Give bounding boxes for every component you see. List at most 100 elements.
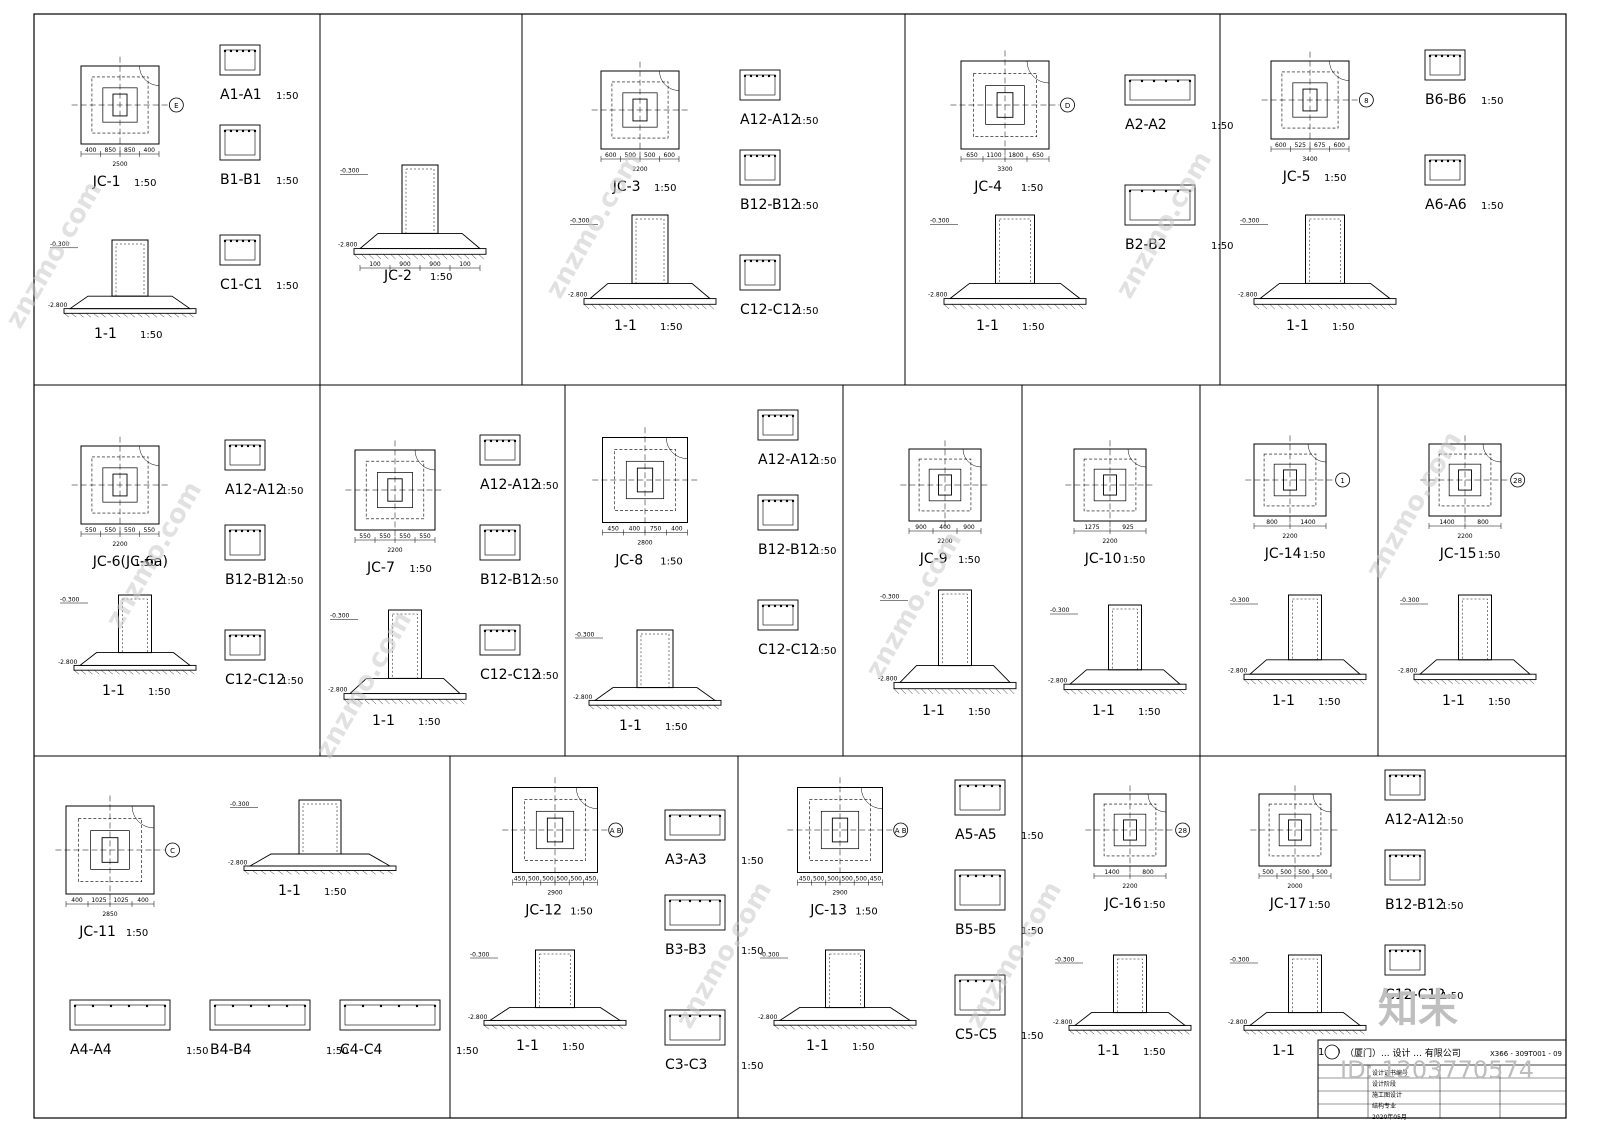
watermark-text: znzmo.com xyxy=(310,606,418,763)
line xyxy=(693,304,700,310)
outline xyxy=(1129,79,1191,101)
line xyxy=(797,1025,803,1030)
line xyxy=(128,670,134,675)
watermark-text: znzmo.com xyxy=(960,876,1068,1033)
dimension-text: 500 xyxy=(644,152,656,159)
detail-scale: 1:50 xyxy=(741,1061,763,1072)
outline xyxy=(353,248,487,255)
line xyxy=(499,1025,505,1030)
reinforcement-arc xyxy=(1307,443,1327,463)
detail-title: C12-C12 xyxy=(225,672,285,688)
detail-scale: 1:50 xyxy=(796,306,818,317)
dimension-text: 600 xyxy=(1334,142,1346,149)
footing-step xyxy=(588,282,712,300)
rebar-dot xyxy=(773,259,777,263)
detail-scale: 1:50 xyxy=(1441,901,1463,912)
outline xyxy=(1073,448,1147,522)
line xyxy=(1095,1030,1102,1035)
outline xyxy=(744,259,776,286)
line xyxy=(1522,679,1528,685)
rebar-dot xyxy=(791,499,795,503)
rebar-dot xyxy=(91,1004,95,1008)
rebar-dot xyxy=(252,444,256,448)
line xyxy=(294,870,300,875)
line xyxy=(836,1025,843,1030)
dimension-text: 500 xyxy=(556,876,568,883)
outline xyxy=(669,814,721,836)
elevation-text: -2.800 xyxy=(573,694,593,701)
rebar-dot xyxy=(223,129,227,133)
dimension-text: 500 xyxy=(571,876,583,883)
rebar-dot xyxy=(998,784,1002,788)
line xyxy=(115,313,121,318)
rebar-dot xyxy=(668,1014,672,1018)
line xyxy=(679,304,685,310)
plan-scale: 1:50 xyxy=(409,564,431,575)
line xyxy=(1277,304,1283,310)
line xyxy=(1359,679,1365,685)
detail-scale: 1:50 xyxy=(741,856,763,867)
outline xyxy=(959,874,1001,906)
rebar-dot xyxy=(234,529,238,533)
reinforcement-arc xyxy=(414,449,436,471)
elevation-text: -2.800 xyxy=(1228,667,1248,674)
detail-title: C3-C3 xyxy=(665,1057,707,1073)
line xyxy=(1143,1030,1149,1035)
reinforcement-arc xyxy=(861,787,883,809)
title-row: 2020年05月 xyxy=(1372,1113,1407,1121)
outline xyxy=(401,164,439,234)
line xyxy=(1447,679,1454,685)
total-dimension: 2200 xyxy=(937,538,952,545)
line xyxy=(988,688,995,695)
elevation-text: -0.300 xyxy=(1230,597,1250,604)
line xyxy=(570,1025,576,1030)
rebar-dot xyxy=(773,154,777,158)
rebar-dot xyxy=(773,604,777,608)
line xyxy=(311,870,317,875)
line xyxy=(959,304,965,310)
rebar-dot xyxy=(990,979,994,983)
axis-bubble xyxy=(1358,92,1374,108)
rebar-dot xyxy=(240,634,244,638)
line xyxy=(1454,679,1460,685)
rebar-dot xyxy=(668,899,672,903)
line xyxy=(63,313,70,318)
line xyxy=(159,313,165,318)
outline xyxy=(1117,958,1143,1013)
total-dimension: 3400 xyxy=(1302,156,1317,163)
dimension-text: 925 xyxy=(1122,524,1134,531)
outline xyxy=(664,1009,726,1046)
outline xyxy=(1268,803,1322,857)
rebar-dot xyxy=(253,129,257,133)
axis-label: E xyxy=(174,102,178,110)
axis-label: C xyxy=(170,847,175,855)
rebar-dot xyxy=(229,239,233,243)
line xyxy=(398,699,404,705)
axis-label: A B xyxy=(610,827,622,835)
rebar-dot xyxy=(507,629,511,633)
rebar-dot xyxy=(791,604,795,608)
outline xyxy=(918,458,972,512)
outline xyxy=(298,799,342,855)
detail-title: A1-A1 xyxy=(220,87,262,103)
rebar-dot xyxy=(708,899,712,903)
outline xyxy=(224,439,266,471)
outline xyxy=(773,1019,917,1026)
line xyxy=(1243,679,1250,685)
line xyxy=(1104,689,1110,695)
elevation-text: -0.300 xyxy=(470,951,490,958)
line xyxy=(452,699,458,705)
rebar-dot xyxy=(998,874,1002,878)
outline xyxy=(1108,604,1142,671)
rebar-dot xyxy=(767,499,771,503)
rebar-dot xyxy=(483,439,487,443)
section-title: 1-1 xyxy=(1286,318,1309,334)
elevation-text: -2.800 xyxy=(1228,1019,1248,1026)
detail-scale: 1:50 xyxy=(814,546,836,557)
